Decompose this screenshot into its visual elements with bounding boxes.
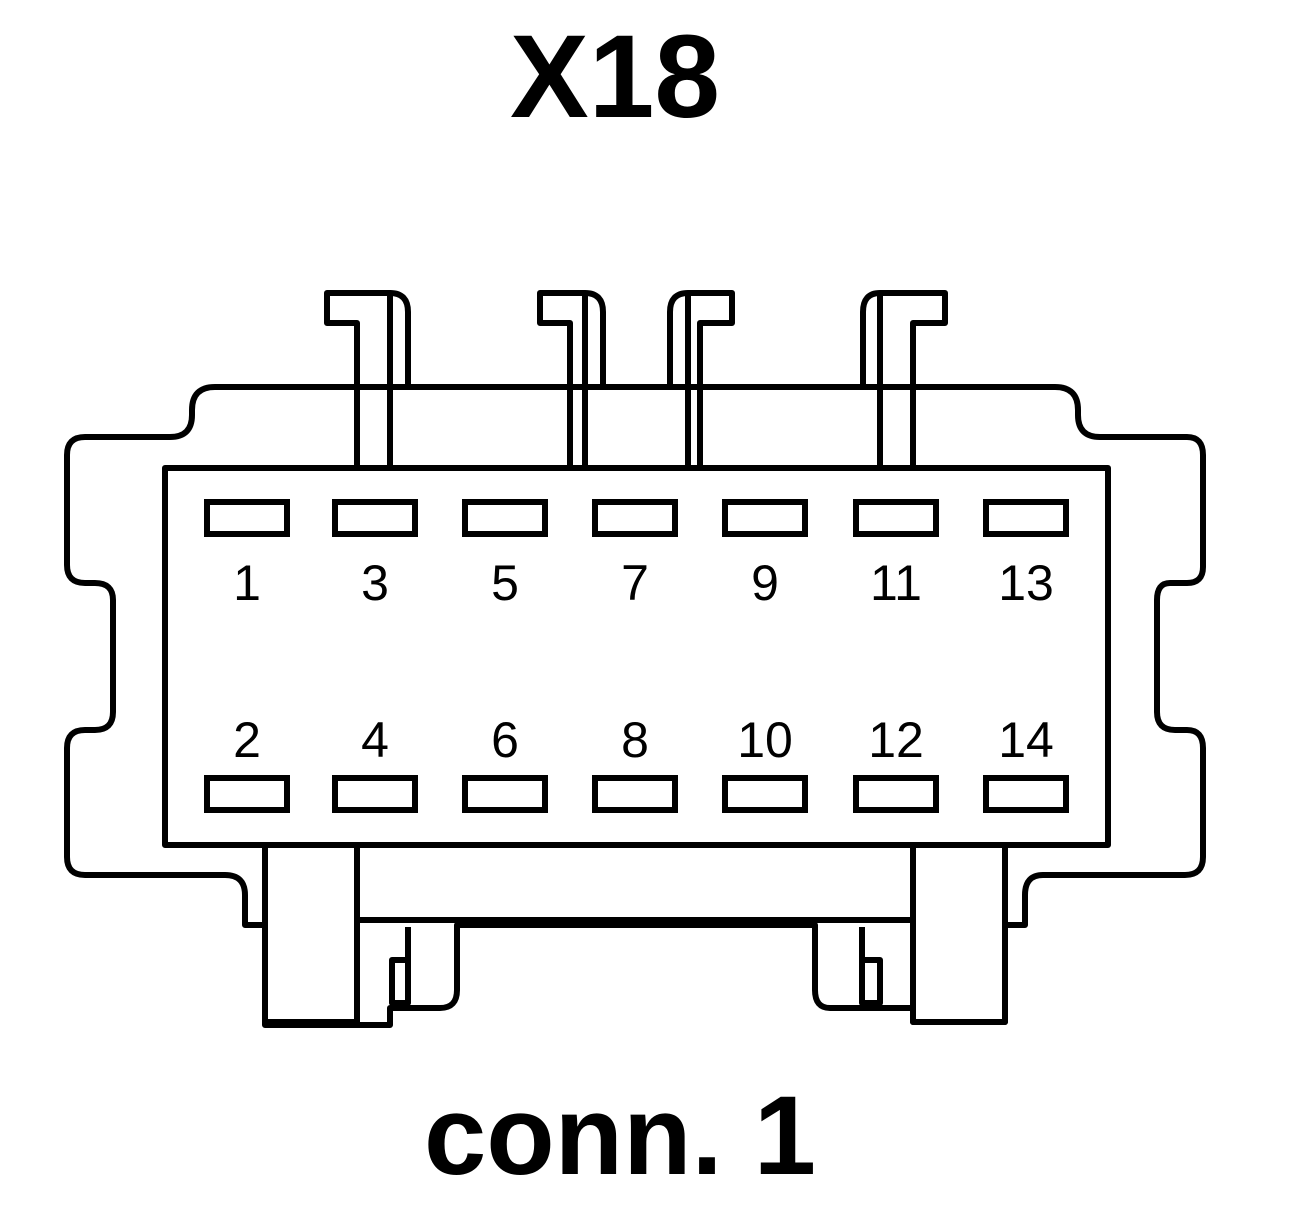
pin-number-13: 13 <box>998 555 1054 611</box>
pin-number-3: 3 <box>361 555 389 611</box>
latch-2 <box>537 290 606 468</box>
pin-number-9: 9 <box>751 555 779 611</box>
pin-slot-7 <box>592 499 678 537</box>
pin-number-5: 5 <box>491 555 519 611</box>
pin-slot-4 <box>332 775 418 813</box>
pin-number-14: 14 <box>998 712 1054 768</box>
bottom-leg-left <box>262 845 360 1025</box>
pin-number-7: 7 <box>621 555 649 611</box>
pin-number-6: 6 <box>491 712 519 768</box>
latch-4 <box>860 290 948 468</box>
pin-row-bottom: 2 4 6 8 10 12 14 <box>204 712 1069 813</box>
bottom-clip-right <box>859 927 883 1006</box>
pin-slot-8 <box>592 775 678 813</box>
pin-number-4: 4 <box>361 712 389 768</box>
pin-slot-3 <box>332 499 418 537</box>
pin-slot-6 <box>462 775 548 813</box>
pin-slot-14 <box>983 775 1069 813</box>
pin-slot-12 <box>853 775 939 813</box>
pin-number-10: 10 <box>737 712 793 768</box>
pin-number-11: 11 <box>870 555 922 611</box>
connector-title: X18 <box>510 11 720 143</box>
latch-1-rib <box>389 290 411 387</box>
latch-3 <box>667 290 735 468</box>
housing-outline <box>64 384 1206 1028</box>
pin-number-12: 12 <box>868 712 924 768</box>
pin-slot-1 <box>204 499 290 537</box>
pin-slot-11 <box>853 499 939 537</box>
pin-slot-13 <box>983 499 1069 537</box>
pin-slot-2 <box>204 775 290 813</box>
bottom-leg-right <box>910 845 1008 1025</box>
pin-number-1: 1 <box>233 555 261 611</box>
pin-slot-9 <box>722 499 808 537</box>
pin-slot-10 <box>722 775 808 813</box>
pin-slot-5 <box>462 499 548 537</box>
pin-number-2: 2 <box>233 712 261 768</box>
connector-housing <box>64 290 1206 1028</box>
bottom-clip-left <box>389 927 411 1006</box>
pin-number-8: 8 <box>621 712 649 768</box>
latch-1 <box>324 290 393 468</box>
connector-caption: conn. 1 <box>423 1073 817 1198</box>
